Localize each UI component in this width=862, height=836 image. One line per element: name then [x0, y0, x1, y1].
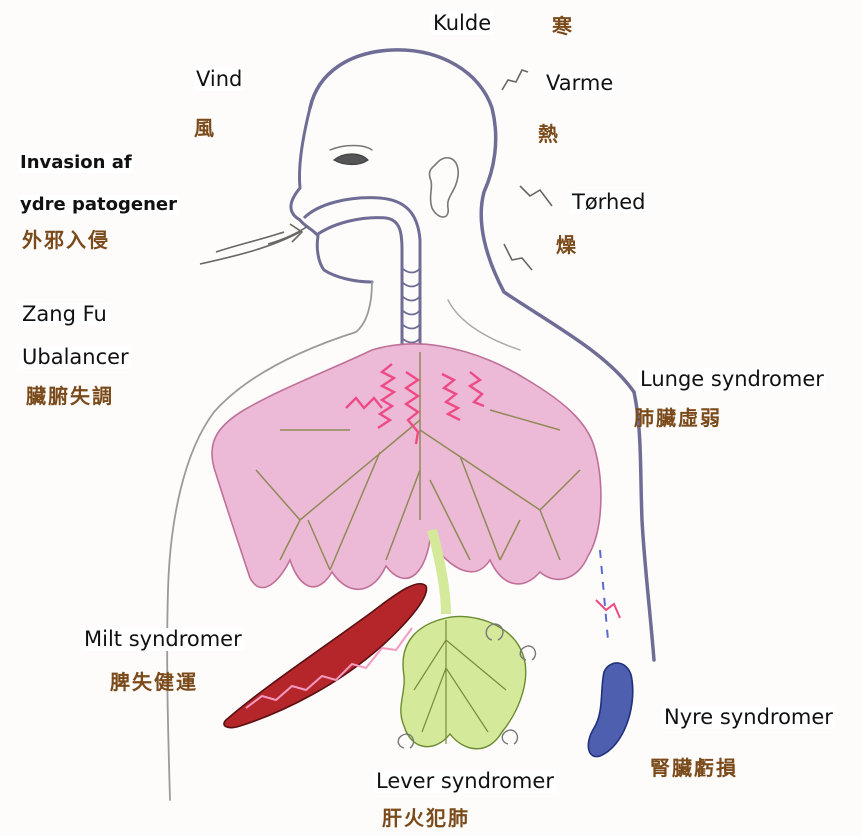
label-heat: Varme — [544, 72, 615, 95]
label-invasion-line1: Invasion af — [18, 153, 134, 173]
label-kidney-chinese: 腎臟虧損 — [650, 758, 738, 778]
airway — [304, 198, 420, 345]
lungs — [212, 344, 601, 589]
label-lung: Lunge syndromer — [638, 368, 826, 391]
label-heat-chinese: 熱 — [538, 124, 560, 144]
trachea-rings — [402, 268, 420, 343]
label-zangfu-line2: Ubalancer — [20, 346, 131, 369]
label-kidney: Nyre syndromer — [662, 706, 835, 729]
label-zangfu-line1: Zang Fu — [20, 303, 109, 326]
label-wind-chinese: 風 — [194, 118, 216, 138]
label-cold: Kulde — [431, 12, 493, 35]
label-dryness: Tørhed — [570, 191, 648, 214]
label-zangfu-chinese: 臟腑失調 — [26, 386, 114, 406]
label-spleen-chinese: 脾失健運 — [110, 672, 198, 692]
label-dryness-chinese: 燥 — [556, 235, 578, 255]
kidney — [588, 550, 632, 757]
label-liver: Lever syndromer — [374, 770, 556, 793]
label-liver-chinese: 肝火犯肺 — [382, 808, 470, 828]
label-lung-chinese: 肺臟虛弱 — [634, 408, 722, 428]
label-invasion-line2: ydre patogener — [18, 195, 179, 215]
label-cold-chinese: 寒 — [552, 16, 574, 36]
label-spleen: Milt syndromer — [82, 628, 244, 651]
label-wind: Vind — [194, 68, 244, 91]
pathogen-marks — [200, 70, 552, 270]
label-invasion-chinese: 外邪入侵 — [22, 230, 110, 250]
spleen — [224, 584, 427, 728]
